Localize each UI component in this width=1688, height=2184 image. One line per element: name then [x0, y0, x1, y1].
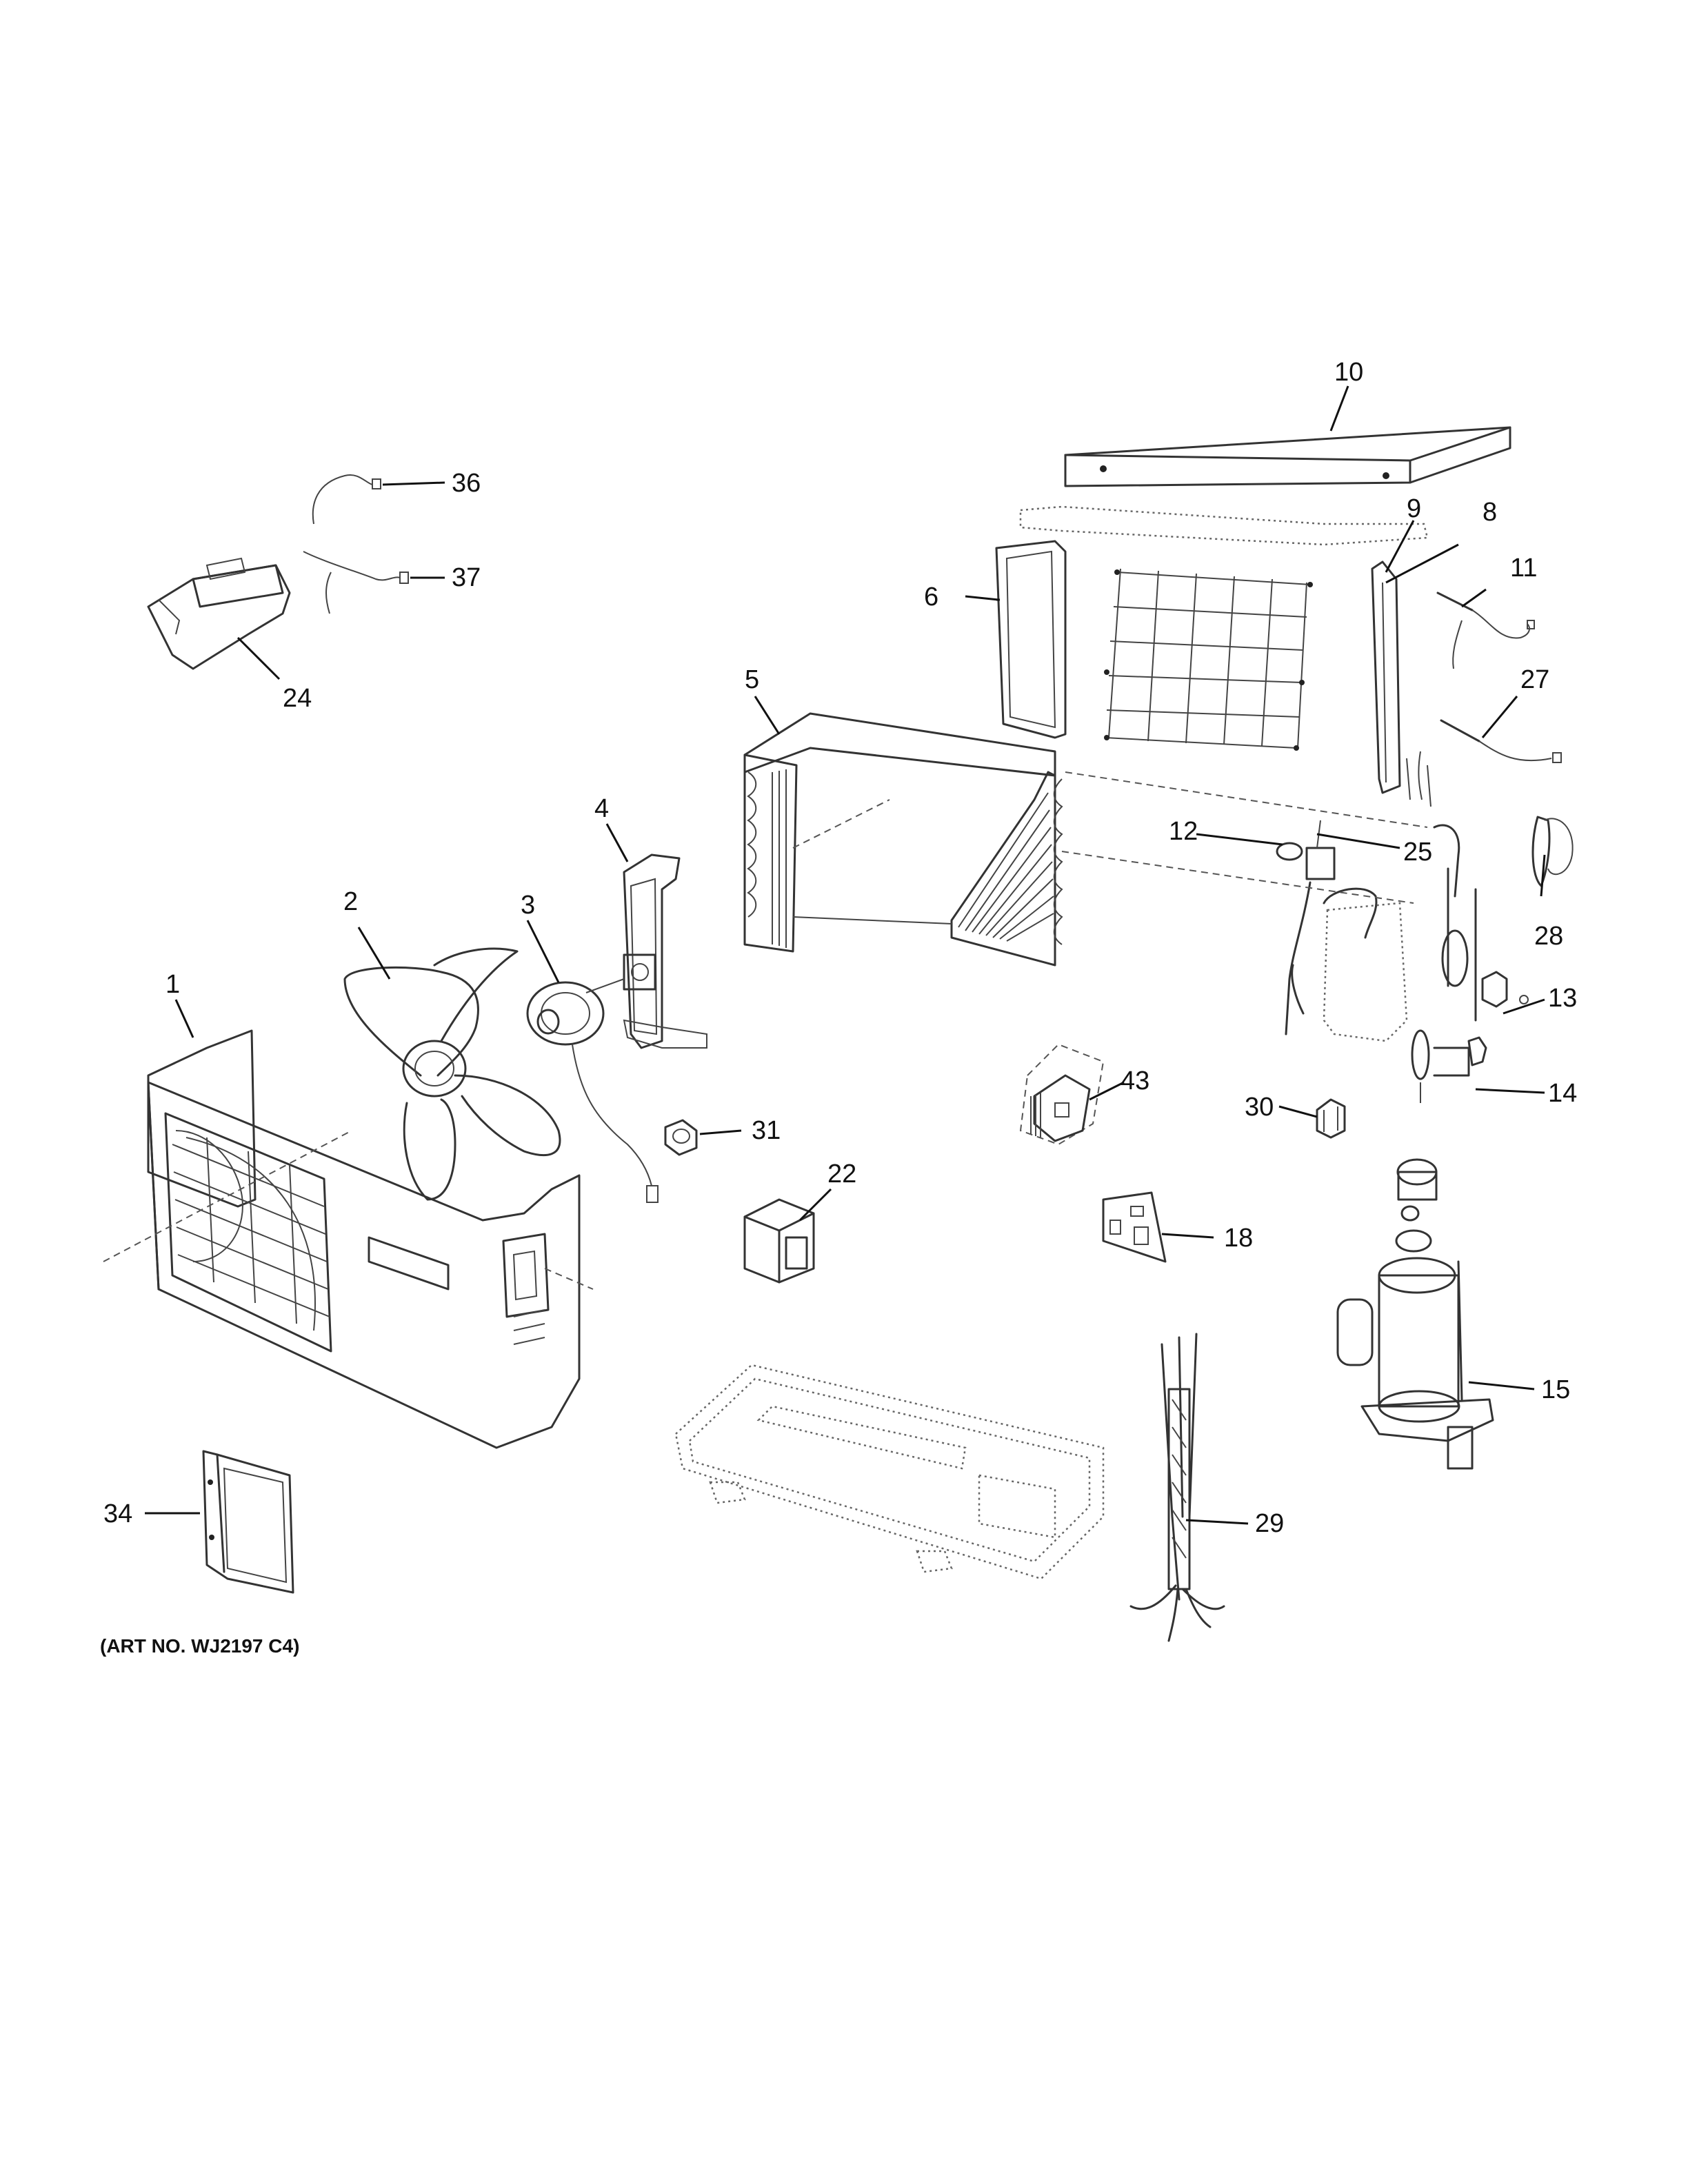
part-43-module[interactable]: [1019, 1043, 1105, 1146]
part-5-condenser-coil[interactable]: [743, 712, 1063, 967]
callout-29: 29: [1255, 1509, 1284, 1538]
part-11-sensor[interactable]: [1436, 592, 1535, 669]
callout-3: 3: [521, 891, 535, 920]
callout-28: 28: [1534, 922, 1563, 951]
callout-12: 12: [1169, 817, 1198, 846]
callout-8: 8: [1483, 498, 1497, 527]
part-9-wire-grille[interactable]: [1104, 568, 1313, 751]
callout-5: 5: [745, 665, 759, 694]
part-15-compressor[interactable]: [1336, 1158, 1494, 1470]
part-28-harness[interactable]: [1531, 816, 1574, 887]
callout-10: 10: [1334, 358, 1363, 387]
part-24-control-box[interactable]: [147, 557, 291, 670]
callout-9: 9: [1407, 494, 1421, 523]
part-3-fan-motor[interactable]: [526, 978, 659, 1203]
part-27-sensor[interactable]: [1406, 719, 1562, 807]
leader-lines: [145, 385, 1546, 1525]
part-29-wire-harness[interactable]: [1129, 1333, 1225, 1642]
callout-31: 31: [752, 1116, 781, 1145]
part-10-top-cover[interactable]: [1064, 426, 1511, 487]
callout-4: 4: [594, 794, 609, 823]
callout-24: 24: [283, 684, 312, 713]
part-30-connector[interactable]: [1316, 1098, 1346, 1139]
part-25-piping[interactable]: [1061, 771, 1428, 1042]
part-2-fan-blade[interactable]: [343, 947, 561, 1201]
part-13-service-valve[interactable]: [1433, 824, 1529, 1022]
callout-11: 11: [1510, 554, 1537, 583]
callout-34: 34: [103, 1499, 132, 1528]
callout-6: 6: [924, 583, 938, 611]
callout-15: 15: [1541, 1375, 1570, 1404]
part-31-nut[interactable]: [664, 1119, 698, 1156]
callout-2: 2: [343, 887, 358, 916]
part-22-control-box[interactable]: [743, 1198, 815, 1284]
callout-13: 13: [1548, 984, 1577, 1013]
base-pan: [674, 1364, 1105, 1580]
part-4-motor-bracket[interactable]: [623, 853, 707, 1049]
callout-1: 1: [165, 970, 180, 999]
callout-37: 37: [452, 563, 481, 592]
callout-30: 30: [1245, 1093, 1274, 1122]
part-37-sensor[interactable]: [303, 551, 409, 614]
part-14-service-valve[interactable]: [1411, 1029, 1487, 1103]
callout-27: 27: [1520, 665, 1549, 694]
callout-labels: 10 9 8 11 6 27 5 4 12 25 2 3 28 1 13 43 …: [103, 358, 1577, 1538]
part-18-pcb[interactable]: [1102, 1191, 1167, 1263]
part-8-rear-post[interactable]: [1371, 560, 1401, 794]
part-12-valve[interactable]: [1276, 820, 1336, 880]
top-frame-outline: [1019, 505, 1429, 546]
callout-18: 18: [1224, 1224, 1253, 1253]
callout-25: 25: [1403, 838, 1432, 867]
part-36-sensor[interactable]: [312, 474, 381, 525]
callout-36: 36: [452, 469, 481, 498]
part-1-front-cabinet[interactable]: [103, 1029, 594, 1449]
callout-43: 43: [1121, 1066, 1149, 1095]
callout-22: 22: [827, 1160, 856, 1189]
part-6-side-panel[interactable]: [995, 540, 1067, 739]
art-number: (ART NO. WJ2197 C4): [100, 1635, 299, 1657]
callout-14: 14: [1548, 1079, 1577, 1108]
part-34-bracket[interactable]: [202, 1450, 294, 1594]
